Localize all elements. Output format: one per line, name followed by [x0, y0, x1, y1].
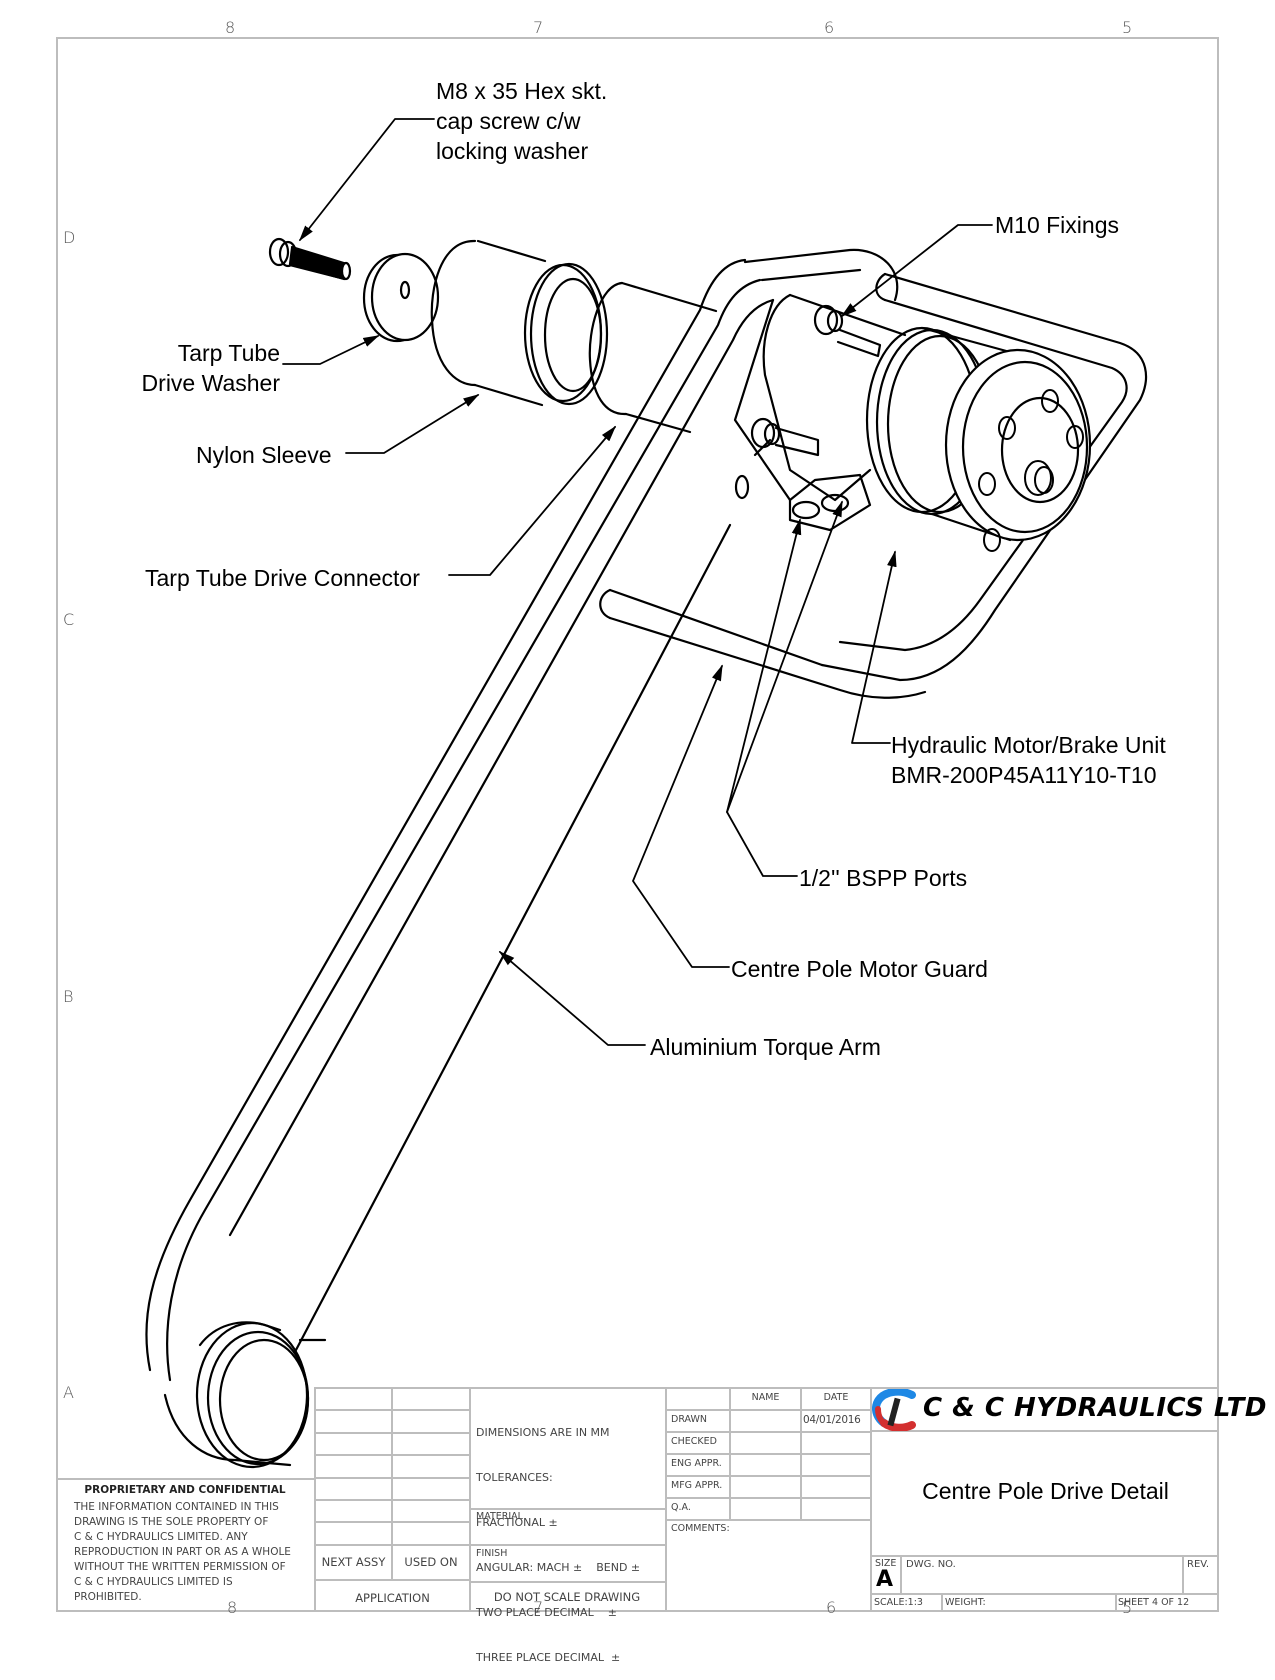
- leader-cap-screw: [298, 118, 435, 242]
- zone-col-8-bottom: 8: [227, 1598, 238, 1617]
- application-label: APPLICATION: [355, 1591, 430, 1605]
- zone-col-6-bottom: 6: [826, 1598, 837, 1617]
- size-label: SIZE: [875, 1558, 897, 1569]
- zone-col-7-bottom: 7: [533, 1598, 544, 1617]
- qa-label: Q.A.: [671, 1502, 691, 1513]
- company-name: C & C HYDRAULICS LTD: [923, 1393, 1268, 1423]
- proprietary-line: DRAWING IS THE SOLE PROPERTY OF: [74, 1516, 269, 1528]
- weight-label: WEIGHT:: [945, 1597, 986, 1608]
- proprietary-heading: PROPRIETARY AND CONFIDENTIAL: [84, 1484, 286, 1496]
- leader-motor-brake: [851, 550, 897, 744]
- torque-arm-part: [145, 248, 899, 1469]
- leader-torque-arm: [498, 950, 646, 1046]
- leader-drive-washer: [282, 335, 380, 365]
- motor-guard-part: [599, 272, 1148, 699]
- tolerance-line: THREE PLACE DECIMAL ±: [476, 1651, 621, 1664]
- comments-label: COMMENTS:: [671, 1523, 730, 1534]
- callout-torque-arm: Aluminium Torque Arm: [650, 1034, 881, 1060]
- leader-bspp-port-2: [726, 500, 843, 813]
- proprietary-line: REPRODUCTION IN PART OR AS A WHOLE: [74, 1546, 291, 1558]
- callout-drive-washer: Tarp Tube Drive Washer: [141, 340, 280, 396]
- drawing-border: [56, 37, 1219, 1612]
- drive-connector-part: [588, 281, 718, 434]
- leader-bspp-port-1: [726, 518, 802, 877]
- tolerances-notes: DIMENSIONS ARE IN MM TOLERANCES: FRACTIO…: [476, 1395, 640, 1680]
- zone-col-5-bottom: 5: [1122, 1598, 1133, 1617]
- leader-drive-connector: [448, 425, 617, 576]
- used-on-label: USED ON: [404, 1555, 458, 1569]
- tolerance-line: FRACTIONAL ±: [476, 1516, 558, 1529]
- drawn-date: 04/01/2016: [803, 1414, 861, 1426]
- size-value: A: [876, 1567, 894, 1592]
- zone-col-7-top: 7: [533, 18, 544, 37]
- tolerance-line: DIMENSIONS ARE IN MM: [476, 1426, 610, 1439]
- leader-lines: [282, 118, 993, 1046]
- leader-motor-guard: [632, 664, 730, 968]
- checked-label: CHECKED: [671, 1436, 717, 1447]
- company-logo-icon: [872, 1389, 916, 1431]
- zone-row-d: D: [63, 228, 76, 247]
- zone-col-8-top: 8: [225, 18, 236, 37]
- drive-washer-part: [362, 252, 440, 343]
- finish-label: FINISH: [476, 1548, 508, 1559]
- next-assy-label: NEXT ASSY: [321, 1555, 386, 1569]
- leader-m10-fixings: [840, 224, 993, 317]
- leader-nylon-sleeve: [345, 394, 480, 454]
- dwg-no-label: DWG. NO.: [906, 1559, 956, 1570]
- hydraulic-motor-part: [733, 293, 1092, 552]
- tolerance-line: TWO PLACE DECIMAL ±: [476, 1606, 617, 1619]
- mfg-appr-label: MFG APPR.: [671, 1480, 723, 1491]
- callout-motor-guard: Centre Pole Motor Guard: [731, 956, 988, 982]
- proprietary-line: C & C HYDRAULICS LIMITED. ANY: [74, 1531, 248, 1543]
- do-not-scale-note: DO NOT SCALE DRAWING: [493, 1590, 641, 1604]
- callout-m10-fixings: M10 Fixings: [995, 212, 1119, 238]
- date-header: DATE: [823, 1392, 849, 1403]
- callout-cap-screw: M8 x 35 Hex skt. cap screw c/w locking w…: [436, 78, 608, 164]
- tolerance-line: ANGULAR: MACH ± BEND ±: [476, 1561, 641, 1574]
- callout-bspp-ports: 1/2'' BSPP Ports: [799, 865, 968, 891]
- name-header: NAME: [751, 1392, 780, 1403]
- proprietary-line: THE INFORMATION CONTAINED IN THIS: [74, 1501, 279, 1513]
- zone-col-5-top: 5: [1122, 18, 1133, 37]
- drawn-label: DRAWN: [671, 1414, 708, 1425]
- zone-row-b: B: [63, 987, 74, 1006]
- zone-row-c: C: [63, 610, 75, 629]
- callout-nylon-sleeve: Nylon Sleeve: [196, 442, 332, 468]
- callout-motor-brake: Hydraulic Motor/Brake Unit BMR-200P45A11…: [891, 732, 1166, 788]
- material-label: MATERIAL: [476, 1511, 523, 1522]
- scale-label: SCALE:1:3: [874, 1597, 923, 1608]
- drawing-title: Centre Pole Drive Detail: [922, 1478, 1169, 1504]
- rev-label: REV.: [1187, 1559, 1209, 1570]
- proprietary-line: C & C HYDRAULICS LIMITED IS: [74, 1576, 233, 1588]
- proprietary-line: PROHIBITED.: [74, 1591, 142, 1603]
- nylon-sleeve-part: [430, 239, 609, 407]
- eng-appr-label: ENG APPR.: [671, 1458, 722, 1469]
- callout-drive-connector: Tarp Tube Drive Connector: [145, 565, 420, 591]
- zone-col-6-top: 6: [824, 18, 835, 37]
- zone-row-a: A: [63, 1383, 74, 1402]
- sheet-label: SHEET 4 OF 12: [1118, 1597, 1190, 1608]
- proprietary-line: WITHOUT THE WRITTEN PERMISSION OF: [74, 1561, 286, 1573]
- cap-screw-part: [268, 237, 352, 281]
- tolerance-line: TOLERANCES:: [476, 1471, 553, 1484]
- proprietary-notice: THE INFORMATION CONTAINED IN THIS DRAWIN…: [74, 1500, 291, 1605]
